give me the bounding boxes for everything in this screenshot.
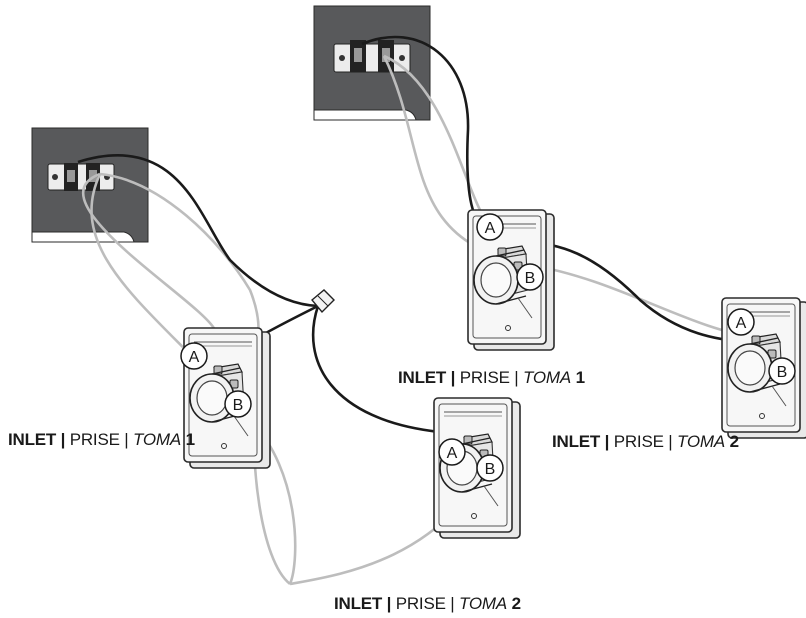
- callout-b-right-inlet-1: B: [516, 263, 544, 291]
- grey-wires: [81, 54, 761, 586]
- callout-a-left-inlet-1: A: [180, 342, 208, 370]
- right-central-unit: [313, 5, 431, 121]
- caption-number: 2: [729, 432, 739, 451]
- caption-left-inlet-2: INLET | PRISE | TOMA 2: [334, 594, 521, 614]
- svg-text:B: B: [525, 270, 536, 287]
- caption-word-toma: TOMA: [677, 432, 726, 451]
- caption-number: 2: [511, 594, 521, 613]
- caption-word-inlet: INLET |: [8, 430, 66, 449]
- svg-text:B: B: [777, 364, 788, 381]
- caption-right-inlet-1: INLET | PRISE | TOMA 1: [398, 368, 585, 388]
- svg-text:B: B: [233, 397, 244, 414]
- svg-text:A: A: [736, 315, 747, 332]
- caption-word-prise: PRISE |: [395, 594, 455, 613]
- svg-text:B: B: [485, 461, 496, 478]
- caption-word-prise: PRISE |: [613, 432, 673, 451]
- caption-word-toma: TOMA: [133, 430, 182, 449]
- callout-a-right-inlet-2: A: [727, 308, 755, 336]
- caption-word-prise: PRISE |: [459, 368, 519, 387]
- caption-word-inlet: INLET |: [552, 432, 610, 451]
- svg-text:A: A: [189, 349, 200, 366]
- wire-connector-icon: [311, 289, 335, 314]
- left-central-unit: [31, 127, 149, 243]
- caption-number: 1: [575, 368, 585, 387]
- caption-word-prise: PRISE |: [69, 430, 129, 449]
- caption-word-inlet: INLET |: [334, 594, 392, 613]
- caption-word-toma: TOMA: [523, 368, 572, 387]
- callout-b-left-inlet-1: B: [224, 390, 252, 418]
- callout-b-right-inlet-2: B: [768, 357, 796, 385]
- power-unit-terminal-block-icon: [333, 40, 411, 73]
- callout-a-right-inlet-1: A: [476, 213, 504, 241]
- callout-b-left-inlet-2: B: [476, 454, 504, 482]
- power-unit-terminal-block-icon: [47, 163, 115, 191]
- caption-word-toma: TOMA: [459, 594, 508, 613]
- caption-left-inlet-1: INLET | PRISE | TOMA 1: [8, 430, 195, 450]
- caption-number: 1: [185, 430, 195, 449]
- caption-right-inlet-2: INLET | PRISE | TOMA 2: [552, 432, 739, 452]
- svg-text:A: A: [485, 220, 496, 237]
- svg-text:A: A: [447, 445, 458, 462]
- callout-a-left-inlet-2: A: [438, 438, 466, 466]
- caption-word-inlet: INLET |: [398, 368, 456, 387]
